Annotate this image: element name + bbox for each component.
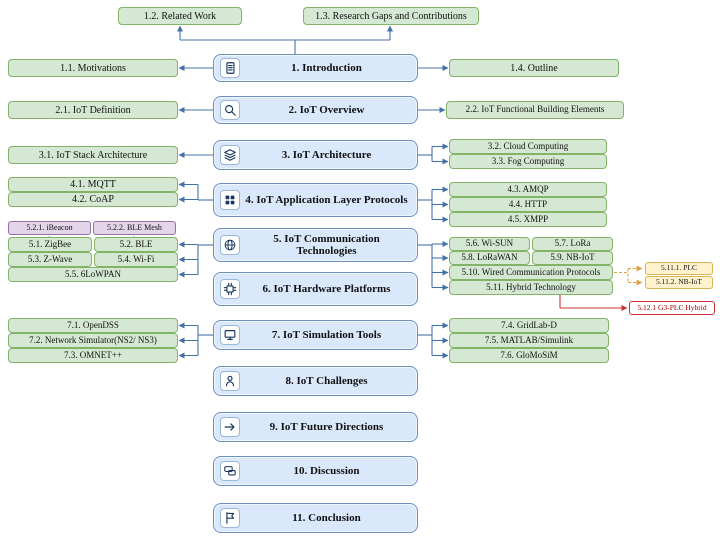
node-3-1-iot-stack-architecture: 3.1. IoT Stack Architecture bbox=[8, 146, 178, 164]
node-4-4-http: 4.4. HTTP bbox=[449, 197, 607, 212]
node-7-6-glomosim: 7.6. GloMoSiM bbox=[449, 348, 609, 363]
node-8-iot-challenges: 8. IoT Challenges bbox=[213, 366, 418, 396]
node-11-conclusion: 11. Conclusion bbox=[213, 503, 418, 533]
node-5-3-z-wave: 5.3. Z-Wave bbox=[8, 252, 92, 267]
node-5-5-6lowpan: 5.5. 6LoWPAN bbox=[8, 267, 178, 282]
node-5-7-lora: 5.7. LoRa bbox=[532, 237, 613, 251]
node-6-hardware-platforms: 6. IoT Hardware Platforms bbox=[213, 272, 418, 306]
node-5-communication-technologies: 5. IoT Communication Technologies bbox=[213, 228, 418, 262]
node-5-11-hybrid-technology: 5.11. Hybrid Technology bbox=[449, 280, 613, 295]
node-label: 4. IoT Application Layer Protocols bbox=[245, 193, 408, 206]
node-5-1-zigbee: 5.1. ZigBee bbox=[8, 237, 92, 252]
node-7-4-gridlab-d: 7.4. GridLab-D bbox=[449, 318, 609, 333]
chat-icon bbox=[220, 461, 240, 481]
node-4-1-mqtt: 4.1. MQTT bbox=[8, 177, 178, 192]
monitor-icon bbox=[220, 325, 240, 345]
node-1-introduction: 1. Introduction bbox=[213, 54, 418, 82]
node-5-10-wired-protocols: 5.10. Wired Communication Protocols bbox=[449, 265, 613, 280]
node-label: 8. IoT Challenges bbox=[285, 374, 368, 387]
node-7-5-matlab-simulink: 7.5. MATLAB/Simulink bbox=[449, 333, 609, 348]
node-1-4-outline: 1.4. Outline bbox=[449, 59, 619, 77]
node-5-11-2-nb-iot: 5.11.2. NB-IoT bbox=[645, 276, 713, 289]
flag-icon bbox=[220, 508, 240, 528]
node-4-2-coap: 4.2. CoAP bbox=[8, 192, 178, 207]
node-5-12-1-g3-plc-hybrid: 5.12.1 G3-PLC Hybrid bbox=[629, 301, 715, 315]
node-9-future-directions: 9. IoT Future Directions bbox=[213, 412, 418, 442]
node-5-6-wi-sun: 5.6. Wi-SUN bbox=[449, 237, 530, 251]
node-7-1-opendss: 7.1. OpenDSS bbox=[8, 318, 178, 333]
node-7-2-network-simulator: 7.2. Network Simulator(NS2/ NS3) bbox=[8, 333, 178, 348]
node-2-2-functional-building-elements: 2.2. IoT Functional Building Elements bbox=[446, 101, 624, 119]
node-4-5-xmpp: 4.5. XMPP bbox=[449, 212, 607, 227]
node-3-iot-architecture: 3. IoT Architecture bbox=[213, 140, 418, 170]
node-2-1-iot-definition: 2.1. IoT Definition bbox=[8, 101, 178, 119]
node-5-8-lorawan: 5.8. LoRaWAN bbox=[449, 251, 530, 265]
node-5-11-1-plc: 5.11.1. PLC bbox=[645, 262, 713, 275]
node-5-4-wifi: 5.4. Wi-Fi bbox=[94, 252, 178, 267]
node-3-2-cloud-computing: 3.2. Cloud Computing bbox=[449, 139, 607, 154]
node-label: 7. IoT Simulation Tools bbox=[271, 328, 382, 341]
node-label: 9. IoT Future Directions bbox=[269, 420, 384, 433]
layers-icon bbox=[220, 145, 240, 165]
node-7-3-omnet: 7.3. OMNET++ bbox=[8, 348, 178, 363]
node-4-application-layer-protocols: 4. IoT Application Layer Protocols bbox=[213, 183, 418, 217]
node-label: 5. IoT Communication Technologies bbox=[273, 232, 380, 257]
node-5-2-1-ibeacon: 5.2.1. iBeacon bbox=[8, 221, 91, 235]
node-5-2-2-ble-mesh: 5.2.2. BLE Mesh bbox=[93, 221, 176, 235]
node-label: 2. IoT Overview bbox=[288, 103, 365, 116]
chip-icon bbox=[220, 279, 240, 299]
node-3-3-fog-computing: 3.3. Fog Computing bbox=[449, 154, 607, 169]
node-label: 1. Introduction bbox=[291, 61, 362, 74]
arrow-icon bbox=[220, 417, 240, 437]
node-1-1-motivations: 1.1. Motivations bbox=[8, 59, 178, 77]
app-grid-icon bbox=[220, 190, 240, 210]
node-7-simulation-tools: 7. IoT Simulation Tools bbox=[213, 320, 418, 350]
node-label: 6. IoT Hardware Platforms bbox=[262, 282, 391, 295]
node-5-9-nb-iot: 5.9. NB-IoT bbox=[532, 251, 613, 265]
document-icon bbox=[220, 58, 240, 78]
node-label: 11. Conclusion bbox=[292, 511, 361, 524]
person-icon bbox=[220, 371, 240, 391]
node-4-3-amqp: 4.3. AMQP bbox=[449, 182, 607, 197]
magnifier-icon bbox=[220, 100, 240, 120]
node-label: 10. Discussion bbox=[293, 464, 360, 477]
node-5-2-ble: 5.2. BLE bbox=[94, 237, 178, 252]
node-2-iot-overview: 2. IoT Overview bbox=[213, 96, 418, 124]
node-1-2-related-work: 1.2. Related Work bbox=[118, 7, 242, 25]
node-label: 3. IoT Architecture bbox=[281, 148, 372, 161]
globe-icon bbox=[220, 235, 240, 255]
node-10-discussion: 10. Discussion bbox=[213, 456, 418, 486]
node-1-3-research-gaps: 1.3. Research Gaps and Contributions bbox=[303, 7, 479, 25]
